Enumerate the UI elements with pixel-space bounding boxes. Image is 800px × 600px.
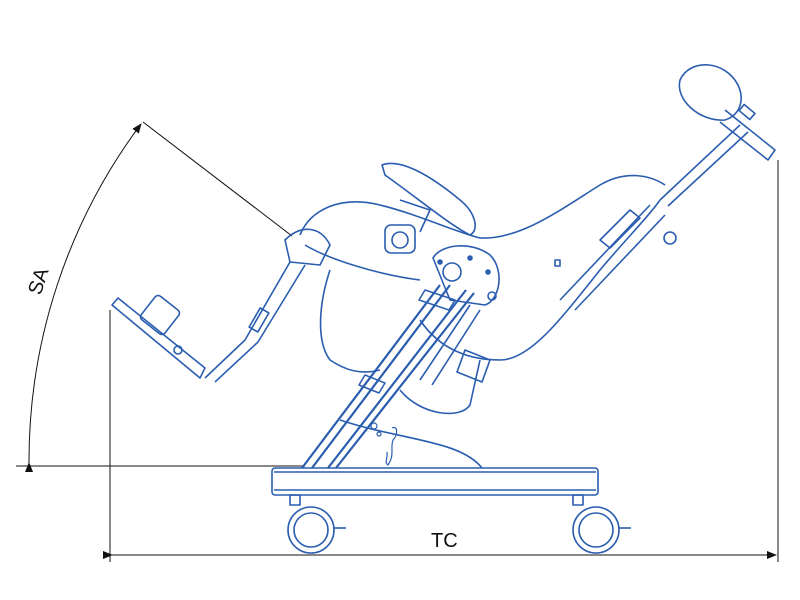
leg-rest <box>204 228 331 383</box>
dimension-lines <box>16 121 779 562</box>
base-frame <box>271 467 599 496</box>
rear-caster-wheel <box>572 494 631 554</box>
base-cover <box>339 419 483 469</box>
seat-shell <box>299 174 666 415</box>
front-caster-wheel <box>287 494 346 554</box>
sa-arc <box>25 123 142 473</box>
total-length-label: TC <box>431 530 458 552</box>
sa-angle-line <box>142 121 293 237</box>
footplate <box>111 294 206 379</box>
lift-column <box>301 284 475 469</box>
seahorse-logo <box>370 422 398 466</box>
armrest <box>381 162 476 254</box>
backrest-frame <box>554 204 677 311</box>
tilt-mechanism <box>419 244 500 386</box>
headrest <box>659 64 776 207</box>
